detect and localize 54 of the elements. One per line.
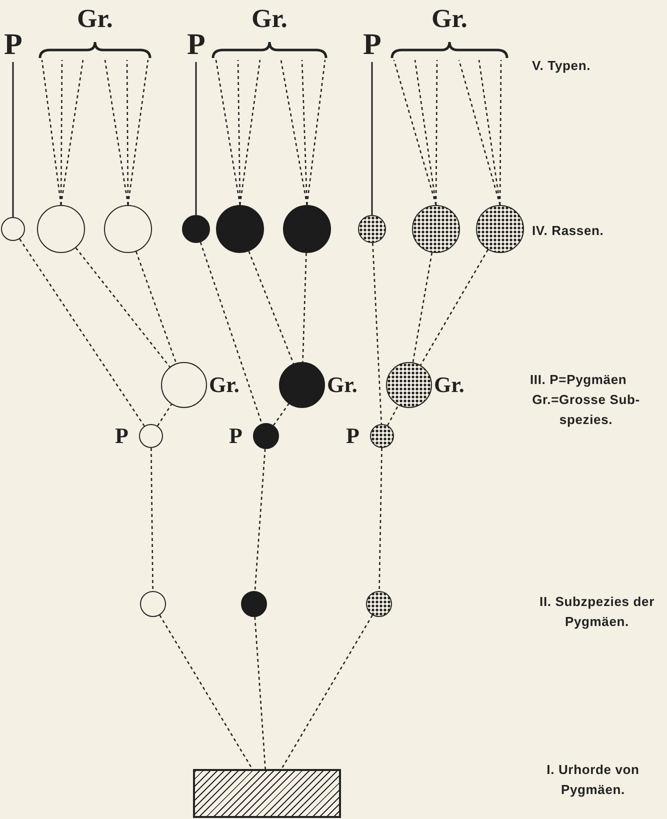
- level-label: III. P=Pygmäen: [530, 371, 628, 389]
- level-label: I. Urhorde von Pygmäen.: [546, 761, 640, 799]
- dashed-line: [19, 238, 145, 426]
- dashed-line: [159, 614, 253, 770]
- dashed-line: [104, 60, 129, 206]
- node-label: Gr.: [209, 372, 240, 398]
- dashed-line: [272, 403, 290, 426]
- dashed-line: [306, 60, 326, 206]
- dashed-line: [200, 242, 262, 424]
- dashed-line: [156, 404, 172, 426]
- node-label: P: [187, 30, 205, 62]
- dashed-line: [435, 60, 438, 205]
- dashed-line: [150, 448, 154, 591]
- dashed-line: [136, 251, 177, 364]
- dashed-line: [60, 60, 84, 206]
- node-label: Gr.: [327, 372, 358, 398]
- dashed-line: [215, 60, 241, 206]
- group-label: Gr.: [432, 4, 468, 34]
- dashed-line: [302, 252, 307, 362]
- dashed-line: [378, 448, 382, 592]
- group-label: Gr.: [252, 4, 288, 34]
- line: [371, 62, 373, 215]
- dashed-line: [499, 60, 502, 205]
- line: [12, 62, 14, 217]
- dashed-line: [478, 60, 501, 206]
- dashed-line: [60, 60, 63, 205]
- node-label: Gr.: [434, 372, 464, 398]
- dashed-line: [393, 60, 437, 206]
- dashed-line: [414, 60, 437, 206]
- level-label: V. Typen.: [532, 57, 592, 75]
- dashed-line: [41, 60, 62, 206]
- hatched-box: [193, 769, 341, 818]
- dashed-line: [412, 252, 433, 362]
- node-label: P: [363, 30, 381, 62]
- dashed-line: [254, 448, 266, 592]
- node-label: P: [229, 423, 242, 449]
- level-label: IV. Rassen.: [532, 222, 605, 240]
- group-label: Gr.: [77, 4, 113, 34]
- dashed-line: [254, 616, 266, 770]
- dashed-line: [127, 60, 149, 206]
- dashed-line: [280, 614, 373, 770]
- dashed-line: [239, 60, 261, 206]
- node-label: P: [346, 423, 360, 449]
- line: [195, 62, 197, 215]
- level-label: II. Subzpezies der Pygmäen.: [538, 593, 656, 631]
- level-label: Gr.=Grosse Sub-spezies.: [531, 391, 641, 429]
- dashed-line: [458, 60, 501, 206]
- dashed-line: [372, 242, 382, 424]
- dashed-line: [420, 249, 488, 366]
- dashed-line: [280, 60, 308, 206]
- node-label: P: [4, 30, 22, 62]
- dashed-line: [75, 247, 170, 368]
- dashed-line: [301, 60, 308, 206]
- node-label: P: [115, 423, 128, 449]
